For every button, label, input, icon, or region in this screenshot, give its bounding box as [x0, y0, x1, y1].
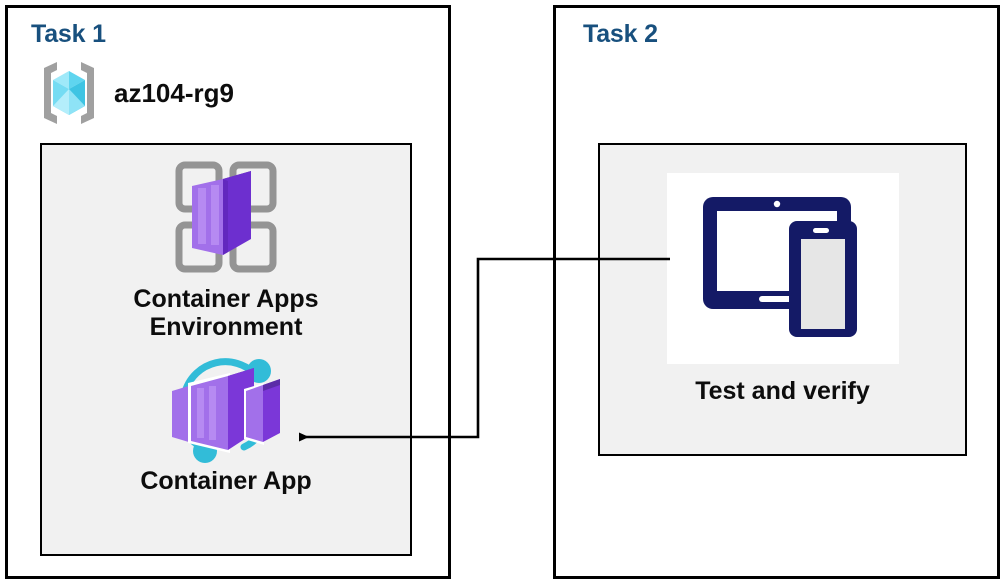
node-label-container-app: Container App: [140, 467, 312, 495]
node-container-app: Container App: [42, 355, 410, 495]
node-label-container-apps-environment: Container Apps Environment: [133, 285, 319, 341]
devices-test-verify-icon: [693, 195, 873, 343]
resource-group-cube-icon: [36, 58, 102, 128]
node-test-and-verify: Test and verify: [600, 173, 965, 406]
task-2-title: Task 2: [583, 20, 658, 48]
devices-tile: [666, 173, 899, 364]
container-apps-environment-icon: [165, 157, 287, 279]
container-app-icon: [158, 355, 294, 465]
task-1-panel: Container Apps Environment: [40, 143, 412, 556]
task-2-panel: Test and verify: [598, 143, 967, 456]
node-label-test-and-verify: Test and verify: [695, 377, 870, 405]
resource-group-row: az104-rg9: [36, 58, 234, 128]
task-1-title: Task 1: [31, 20, 106, 48]
node-container-apps-environment: Container Apps Environment: [42, 157, 410, 341]
resource-group-name: az104-rg9: [114, 77, 234, 108]
